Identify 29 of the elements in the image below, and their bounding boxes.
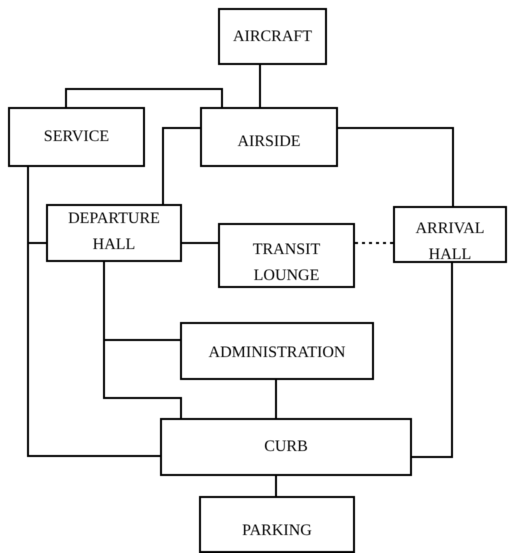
connector-line [65, 88, 223, 107]
block-box [200, 107, 338, 167]
block-label: ADMINISTRATION [208, 343, 346, 363]
block-label: CURB [263, 437, 309, 457]
connector-line [162, 127, 200, 204]
connector-line [275, 380, 277, 418]
connector-line [103, 262, 182, 418]
block-box [218, 223, 355, 288]
block-box [180, 322, 374, 380]
block-box [8, 107, 145, 167]
connector-line [259, 65, 261, 107]
block-box [46, 204, 182, 262]
connector-line [412, 263, 453, 458]
block-box [218, 8, 327, 65]
block-label: DEPARTURE HALL [67, 209, 161, 255]
connector-line [275, 476, 277, 496]
connector-line [182, 242, 218, 244]
block-label: PARKING [241, 521, 313, 541]
block-label: SERVICE [42, 127, 110, 147]
block-label: ARRIVAL HALL [414, 219, 486, 265]
block-label: AIRSIDE [236, 132, 302, 152]
connector-line [27, 242, 160, 457]
connector-line [338, 127, 454, 206]
block-label: TRANSIT LOUNGE [252, 240, 322, 286]
block-label: AIRCRAFT [232, 26, 314, 46]
dotted-connector [355, 242, 393, 244]
block-box [160, 418, 412, 476]
block-box [199, 496, 355, 553]
block-box [393, 206, 507, 263]
